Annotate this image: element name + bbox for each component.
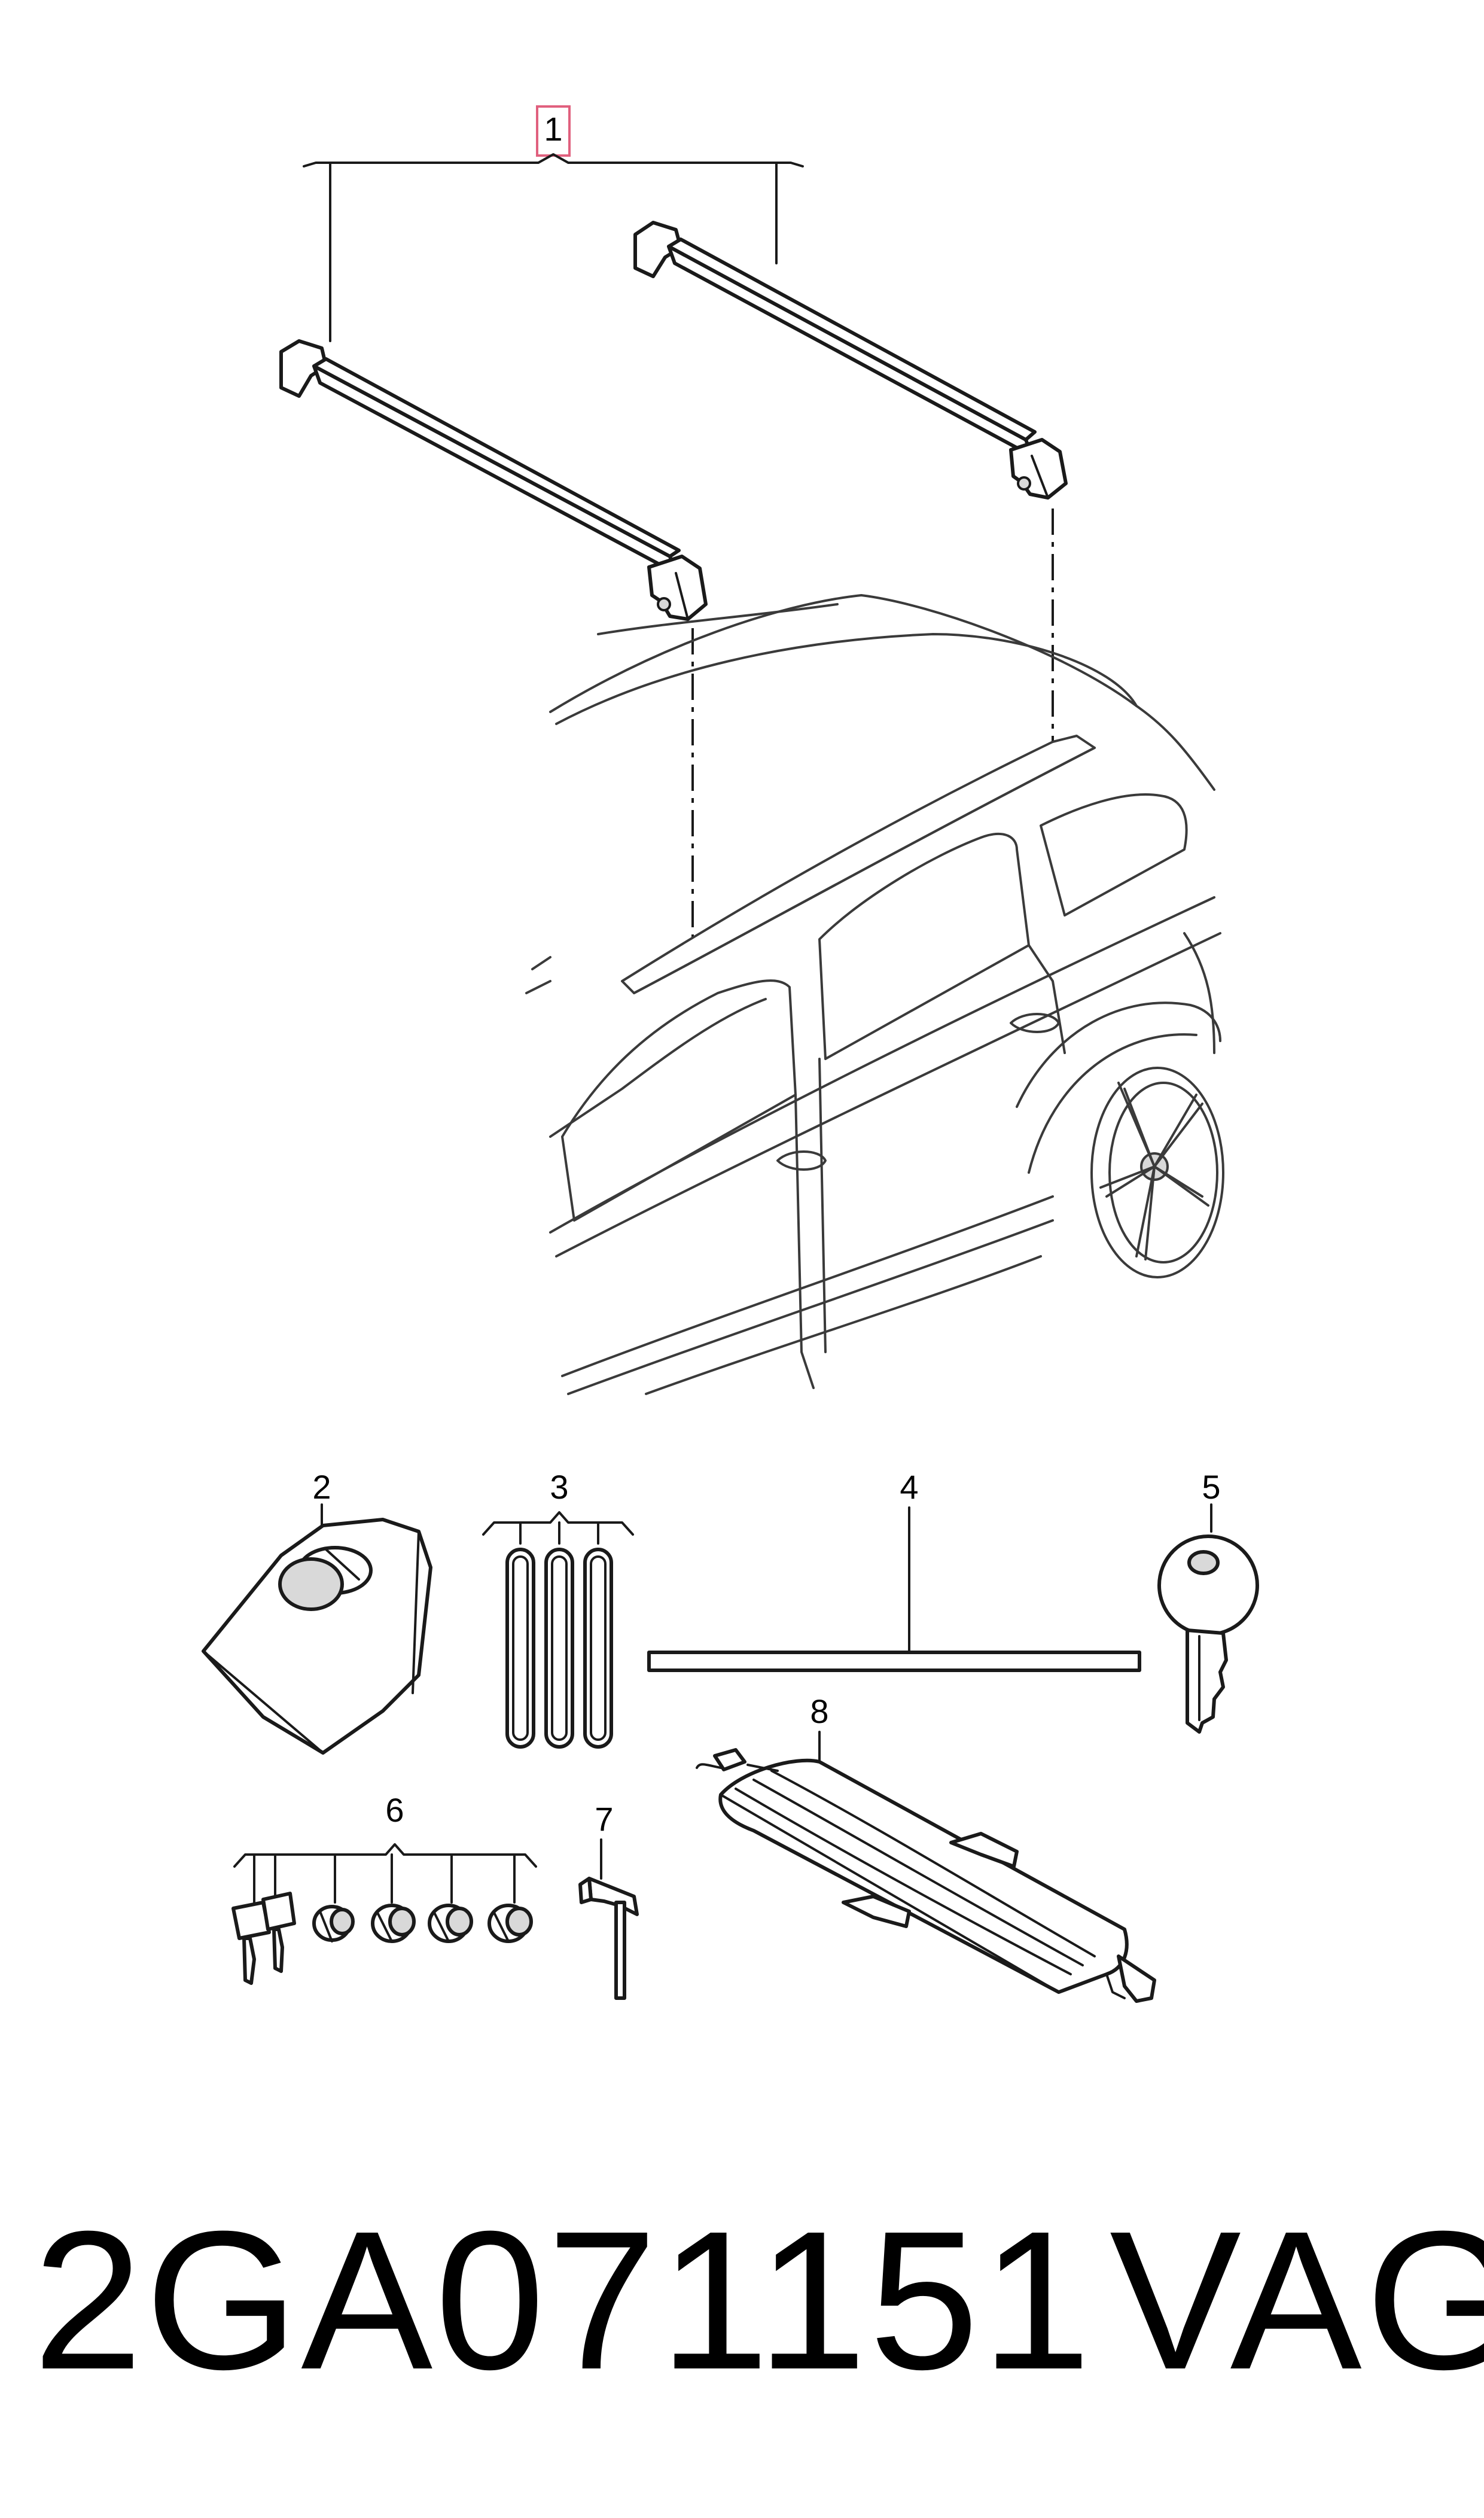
footer-part-code: 2GA071151 VAG	[33, 2190, 1484, 2410]
brand-label: VAG	[1110, 2190, 1484, 2410]
callout-7[interactable]: 7	[595, 1800, 614, 1880]
trim-strip-part	[647, 1651, 1141, 1672]
callout-4-label: 4	[900, 1468, 918, 1506]
callout-8-label: 8	[810, 1692, 828, 1730]
callout-1-label: 1	[544, 110, 562, 148]
t-key-tool-part	[578, 1877, 639, 2000]
callout-2-label: 2	[312, 1468, 331, 1506]
part-number: 2GA071151	[33, 2190, 1094, 2410]
callout-5-label: 5	[1202, 1468, 1220, 1506]
callout-3[interactable]: 3	[482, 1468, 634, 1545]
callout-1[interactable]: 1	[536, 105, 571, 157]
end-cap-part	[202, 1518, 432, 1755]
callout-8[interactable]: 8	[810, 1692, 829, 1766]
callout-2[interactable]: 2	[312, 1468, 331, 1527]
bracket-1	[303, 153, 804, 342]
lock-set-part	[231, 1892, 533, 1985]
roof-bar-rear	[633, 221, 1068, 500]
car-outline	[525, 594, 1224, 1395]
callout-3-label: 3	[550, 1468, 568, 1506]
callout-6-label: 6	[385, 1791, 404, 1829]
callout-4[interactable]: 4	[900, 1468, 919, 1655]
adhesive-strips-part	[505, 1548, 613, 1749]
key-part	[1157, 1534, 1259, 1734]
luggage-cover-part	[696, 1748, 1156, 2003]
callout-6[interactable]: 6	[233, 1791, 537, 1904]
roof-bar-front	[279, 339, 708, 621]
callout-7-label: 7	[595, 1800, 613, 1838]
callout-5[interactable]: 5	[1202, 1468, 1221, 1533]
